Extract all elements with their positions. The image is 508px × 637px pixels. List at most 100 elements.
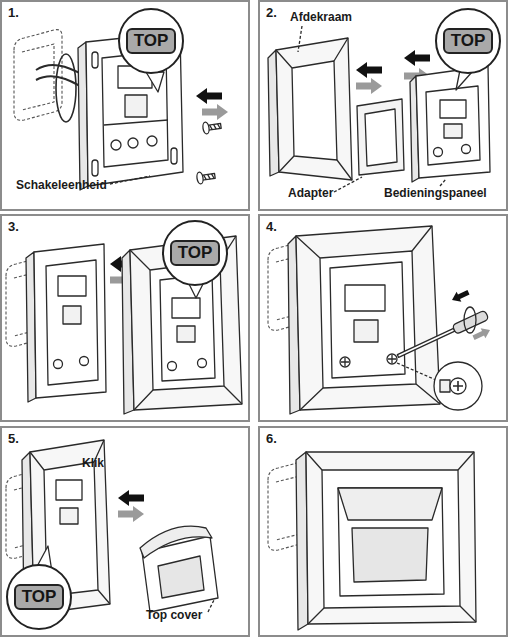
sensor-body [338,488,444,596]
switch-module [46,260,98,385]
push-arrow [450,287,471,305]
screw-cross [341,355,396,366]
pull-arrow [356,78,382,94]
frame-opening [322,470,460,608]
frame-opening [320,251,416,388]
step-panel: 6. [258,426,508,637]
rotation-arrow [464,307,476,333]
pull-arrow [202,104,228,120]
top-badge: TOP [170,240,221,266]
plate-slot [92,52,98,68]
module-part [172,298,200,318]
step-number: 2. [266,5,277,20]
module-part [177,326,195,342]
cover-frame [296,226,440,410]
terminal [198,359,207,368]
module-part [345,285,385,311]
pull-arrow [471,325,492,343]
panel-module [426,86,480,165]
module-part [60,508,78,524]
leader-line [110,176,150,184]
leader-line [208,600,214,612]
frame-bevel [296,226,440,410]
module-part [56,480,82,500]
panel-module [160,274,215,381]
push-arrow [356,62,382,78]
pull-arrow [118,506,144,522]
sensor-lens [352,528,428,582]
wall-box [14,30,62,121]
top-callout: TOP [162,220,228,286]
step-panel: 3. TOP [0,214,250,422]
module-part [444,124,462,138]
step-number: 1. [8,5,19,20]
terminal [80,357,89,366]
top-callout: TOP [118,8,184,74]
step-panel: 2. TOP [258,0,508,211]
terminal [434,148,443,157]
part-label: Adapter [288,186,333,200]
adapter-opening [365,109,397,166]
plate-slot [171,148,177,164]
top-callout: TOP [6,564,72,630]
cover-frame [306,452,476,624]
control-panel [416,66,490,178]
leader-line [397,363,436,380]
module-part [354,320,378,342]
adapter-frame [357,99,404,175]
sensor-lid [140,526,212,558]
step-number: 5. [8,431,19,446]
terminal [168,362,177,371]
leader-line [440,179,446,186]
part-label: Top cover [146,608,202,622]
terminal [111,140,121,150]
module-part [440,100,466,118]
screw [202,120,221,134]
screw [196,170,215,184]
sensor-lens [158,556,204,598]
step-panel: 4. [258,214,508,422]
terminal [54,360,63,369]
callout-tail [146,72,164,92]
panel-module [330,262,405,378]
terminal [128,138,138,148]
frame-bevel [276,38,352,180]
part-label: Bedieningspaneel [384,186,487,200]
module-part [58,276,86,296]
step-panel: 5. TOP [0,426,250,637]
step-number: 3. [8,219,19,234]
part-label: Afdekraam [290,10,352,24]
top-badge: TOP [443,28,494,54]
step-number: 4. [266,219,277,234]
plate-slot [92,160,98,176]
top-badge: TOP [126,28,177,54]
push-arrow [404,50,430,66]
part-label: Schakeleenheid [16,178,107,192]
leader-line [298,26,302,52]
zoom-part [440,380,450,392]
push-arrow [118,490,144,506]
module-part [63,306,81,324]
leader-line [334,177,362,192]
cover-frame [276,38,352,180]
mounting-plate [34,244,106,398]
step-number: 6. [266,431,277,446]
frame-bevel [306,452,476,624]
terminal [462,145,471,154]
screwdriver-shaft [397,328,454,357]
frame-opening [292,61,337,160]
module-line [104,120,168,125]
part-label: Klik [82,456,104,470]
push-arrow [196,88,222,104]
screw-cross [453,381,463,391]
top-callout: TOP [435,8,501,74]
wire-loop [56,54,76,122]
terminal [147,136,157,146]
top-badge: TOP [14,584,65,610]
zoom-screw [450,378,466,394]
zoom-circle [434,362,482,410]
module-part [125,95,147,117]
